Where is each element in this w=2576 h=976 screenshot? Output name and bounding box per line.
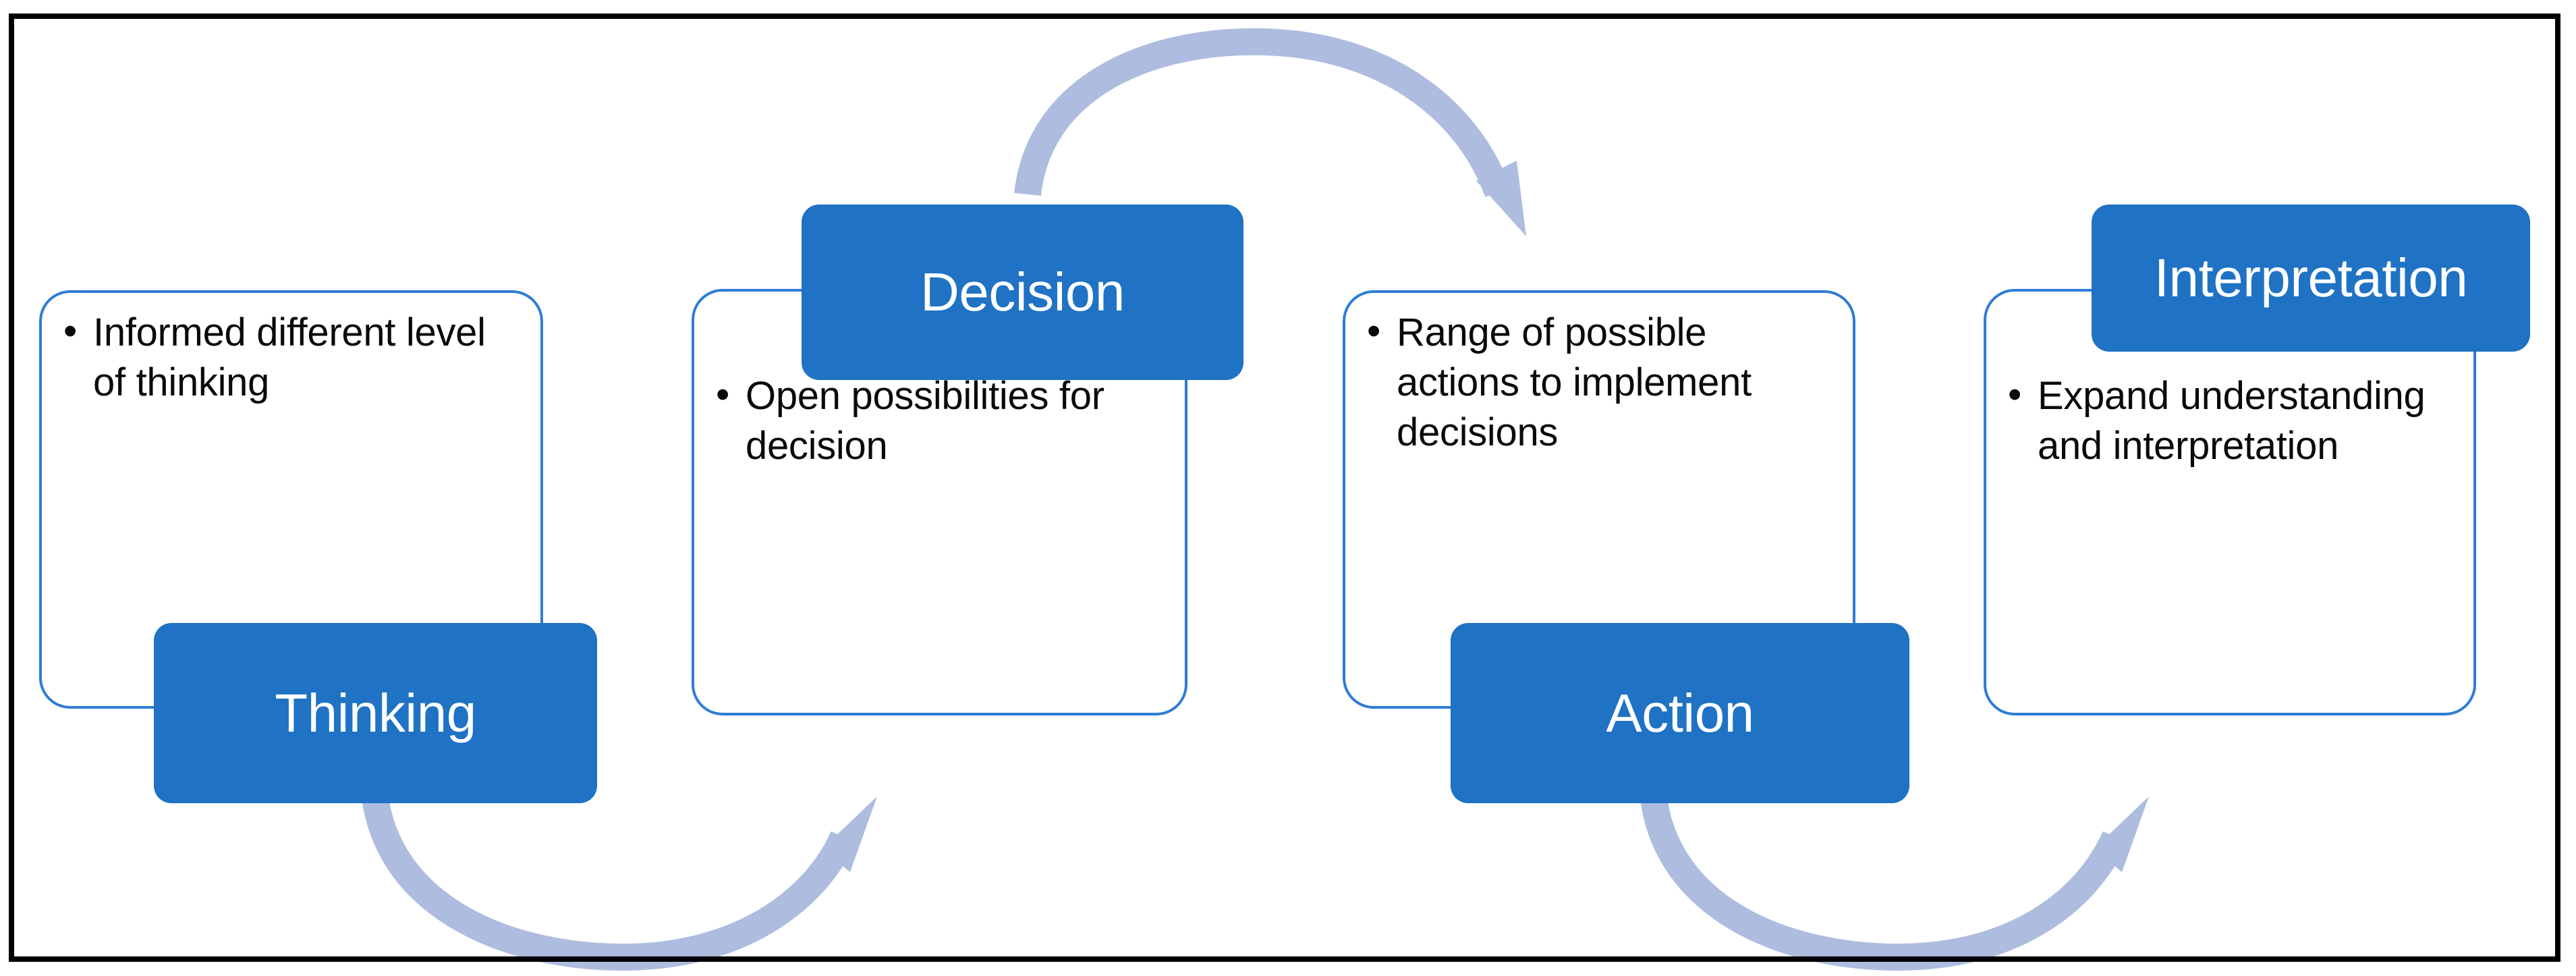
stage-label-interpretation[interactable]: Interpretation bbox=[2092, 205, 2530, 352]
bullet-item: Open possibilities for decision bbox=[716, 370, 1167, 471]
stage-label-decision[interactable]: Decision bbox=[802, 205, 1243, 380]
stage-card-interpretation: Expand understanding and interpretation bbox=[1984, 289, 2476, 715]
bullet-list-interpretation: Expand understanding and interpretation bbox=[2007, 370, 2456, 471]
bullet-item: Informed different level of thinking bbox=[63, 306, 523, 408]
stage-label-thinking[interactable]: Thinking bbox=[154, 623, 597, 803]
bullet-list-decision: Open possibilities for decision bbox=[715, 370, 1167, 471]
bullet-item: Range of possible actions to implement d… bbox=[1367, 306, 1835, 458]
bullet-list-action: Range of possible actions to implement d… bbox=[1366, 306, 1835, 458]
outer-border-frame bbox=[9, 13, 2560, 962]
bullet-item: Expand understanding and interpretation bbox=[2008, 370, 2456, 471]
bullet-list-thinking: Informed different level of thinking bbox=[62, 306, 523, 408]
stage-label-action[interactable]: Action bbox=[1451, 623, 1909, 803]
